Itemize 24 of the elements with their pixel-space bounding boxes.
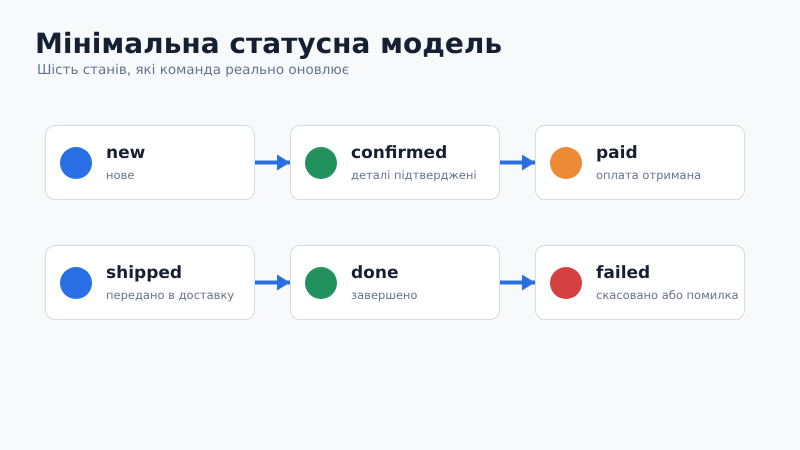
- state-card: [535, 245, 745, 320]
- state-name: failed: [596, 263, 650, 284]
- state-description: скасовано або помилка: [596, 288, 739, 303]
- state-name: confirmed: [351, 143, 448, 164]
- state-card: [45, 125, 255, 200]
- state-name: shipped: [106, 263, 182, 284]
- state-card: [45, 245, 255, 320]
- subtitle: Шість станів, які команда реально оновлює: [37, 61, 350, 79]
- arrow: [500, 154, 535, 170]
- state-card: [290, 125, 500, 200]
- arrow: [255, 274, 290, 290]
- state-description: завершено: [351, 288, 418, 303]
- state-description: нове: [106, 168, 134, 183]
- title: Мінімальна статусна модель: [35, 26, 502, 62]
- state-card: [290, 245, 500, 320]
- arrow: [255, 154, 290, 170]
- state-description: передано в доставку: [106, 288, 234, 303]
- state-description: деталі підтверджені: [351, 168, 477, 183]
- state-name: new: [106, 143, 146, 164]
- arrow: [500, 274, 535, 290]
- state-description: оплата отримана: [596, 168, 702, 183]
- state-name: done: [351, 263, 398, 284]
- state-name: paid: [596, 143, 638, 164]
- state-card: [535, 125, 745, 200]
